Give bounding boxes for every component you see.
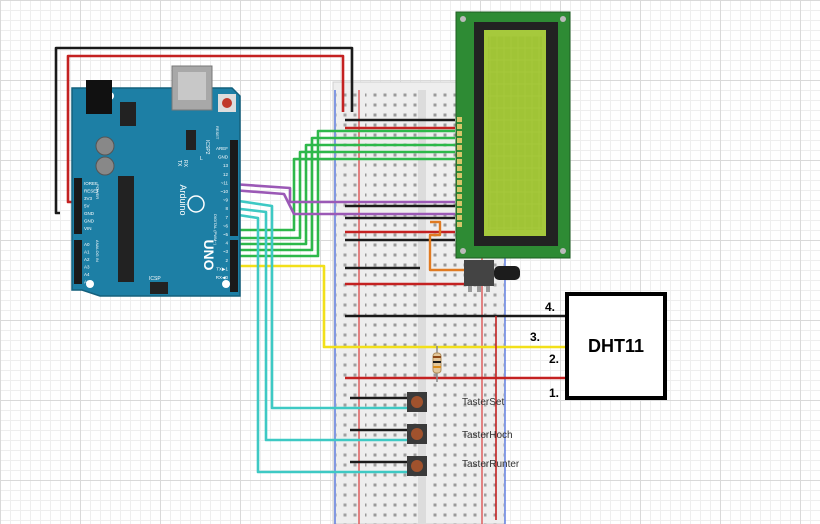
push-button-runter	[407, 456, 427, 476]
wire-gnd-top	[54, 46, 354, 215]
resistor	[432, 346, 442, 382]
reset-label: RESET	[215, 126, 220, 140]
arduino-power-pin-labels: IOREF RESET 3V3 5V GND GND VIN	[84, 181, 99, 231]
digital-pin-label-5: ~10	[220, 189, 228, 194]
l-led-label: L	[200, 156, 203, 162]
atmega-chip	[118, 176, 134, 282]
digital-pin-label-15: RX◀0	[216, 275, 229, 280]
analog-pin-label-4: A4	[84, 272, 90, 277]
sensor-pin-3: 3.	[530, 330, 540, 344]
arduino-digital-pin-labels: AREF GND 13 12 ~11 ~10 ~9 8 7 ~6 ~5 4 ~3 2TX▶1RX◀0	[216, 146, 229, 280]
digital-pin-label-4: ~11	[221, 180, 229, 185]
digital-pin-label-1: GND	[218, 155, 229, 160]
analog-pin-label-2: A2	[84, 257, 90, 262]
icsp2-label: ICSP2	[204, 140, 210, 155]
button-label-set: TasterSet	[462, 397, 504, 408]
button-label-hoch: TasterHoch	[462, 430, 513, 441]
power-pin-label-1: RESET	[84, 189, 99, 194]
dht11-sensor: DHT11	[565, 292, 667, 400]
digital-pin-label-6: ~9	[223, 198, 229, 203]
button-label-runter: TasterRunter	[462, 459, 520, 470]
sensor-pin-4: 4.	[545, 300, 555, 314]
analog-pin-label-5: A5	[84, 280, 90, 285]
sensor-pin-1: 1.	[549, 386, 559, 400]
digital-pin-label-10: ~5	[223, 232, 229, 237]
digital-pin-label-8: 7	[225, 215, 228, 220]
board-model-label: UNO	[201, 239, 217, 270]
digital-header-label: DIGITAL (PWM~)	[213, 214, 218, 246]
digital-pin-label-12: ~3	[223, 249, 229, 254]
power-pin-label-0: IOREF	[84, 181, 98, 186]
board-brand-label: Arduino	[178, 184, 188, 215]
potentiometer	[464, 260, 520, 292]
digital-pin-label-9: ~6	[223, 223, 229, 228]
tx-led-label: TX	[176, 160, 182, 167]
digital-pin-label-14: TX▶1	[216, 266, 228, 271]
arduino-uno: UNO Arduino ICSP ICSP2 TX RX L RESET DIG…	[71, 65, 241, 297]
sensor-pin-2: 2.	[549, 352, 559, 366]
dc-jack	[86, 80, 112, 114]
lcd-display	[455, 11, 571, 259]
push-button-hoch	[407, 424, 427, 444]
digital-pin-label-13: 2	[225, 258, 228, 263]
rx-led-label: RX	[182, 160, 188, 168]
digital-pin-label-3: 12	[223, 172, 229, 177]
power-pin-label-3: 5V	[84, 204, 90, 209]
icsp-label: ICSP	[149, 276, 161, 282]
digital-pin-label-7: 8	[225, 206, 228, 211]
analog-pin-label-3: A3	[84, 265, 90, 270]
power-pin-label-5: GND	[84, 219, 95, 224]
power-pin-label-2: 3V3	[84, 196, 93, 201]
wires	[54, 46, 568, 520]
analog-pin-label-0: A0	[84, 242, 90, 247]
analog-header-label: ANALOG IN	[95, 240, 100, 262]
power-pin-label-6: VIN	[84, 226, 92, 231]
power-pin-label-4: GND	[84, 211, 95, 216]
analog-pin-label-1: A1	[84, 250, 90, 255]
power-header-label: POWER	[95, 184, 100, 199]
sensor-name: DHT11	[588, 336, 644, 356]
push-button-set	[407, 392, 427, 412]
digital-pin-label-2: 13	[223, 163, 229, 168]
digital-pin-label-0: AREF	[216, 146, 228, 151]
digital-pin-label-11: 4	[225, 241, 228, 246]
